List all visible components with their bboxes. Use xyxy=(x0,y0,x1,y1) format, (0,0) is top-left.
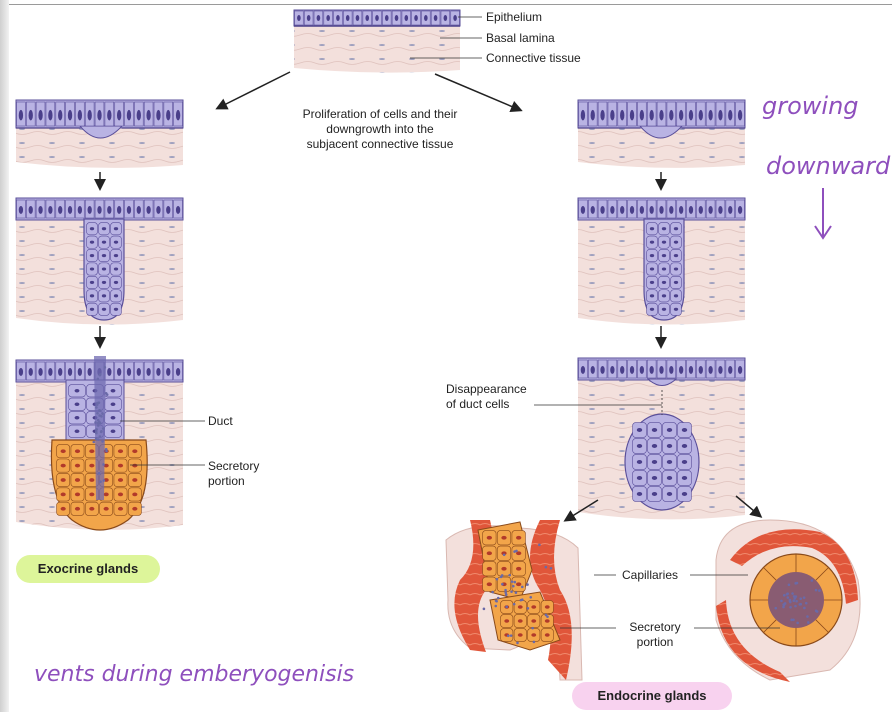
label-connective-tissue: Connective tissue xyxy=(486,51,581,66)
label-capillaries: Capillaries xyxy=(622,568,678,583)
endocrine-stage-3 xyxy=(578,358,745,519)
endocrine-stage-1 xyxy=(578,100,745,168)
exocrine-gland xyxy=(16,356,183,530)
label-proliferation: Proliferation of cells and their downgro… xyxy=(300,107,460,152)
arrow-right xyxy=(435,74,520,110)
handwritten-downward: downward xyxy=(766,152,890,180)
handwritten-bottom-note: vents during emberyogenisis xyxy=(34,662,354,687)
endocrine-stage-2 xyxy=(578,198,745,325)
exocrine-glands-badge: Exocrine glands xyxy=(16,555,160,583)
label-basal-lamina: Basal lamina xyxy=(486,31,555,46)
endocrine-follicle-gland xyxy=(716,520,860,682)
exocrine-stage-1 xyxy=(16,100,183,168)
handwritten-down-arrow xyxy=(815,188,831,238)
exocrine-stage-2 xyxy=(16,198,183,325)
label-secretory-exocrine: Secretory portion xyxy=(208,459,268,489)
handwritten-growing: growing xyxy=(762,92,859,120)
label-disappearance: Disappearance of duct cells xyxy=(446,382,536,412)
endocrine-cord-gland xyxy=(446,520,582,680)
arrow-left xyxy=(218,72,290,108)
label-epithelium: Epithelium xyxy=(486,10,542,25)
top-epithelium-section xyxy=(294,10,460,73)
label-secretory-endocrine: Secretory portion xyxy=(616,620,694,650)
endocrine-glands-badge: Endocrine glands xyxy=(572,682,732,710)
label-duct: Duct xyxy=(208,414,233,429)
